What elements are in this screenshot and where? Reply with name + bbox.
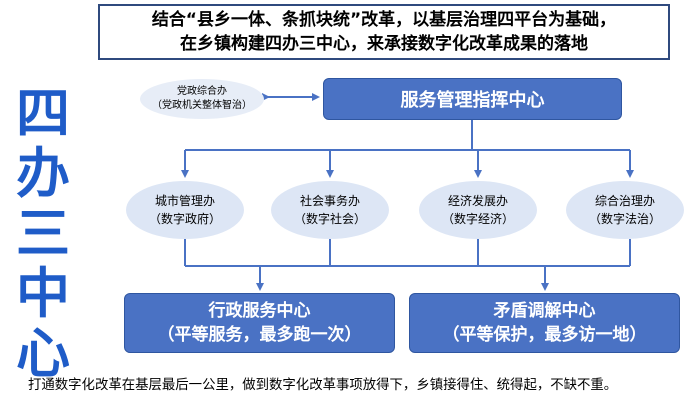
office-name: 社会事务办 [299,194,360,208]
header-line-1: 结合“县乡一体、条抓块统”改革，以基层治理四平台为基础， [151,10,617,30]
command-center-label: 服务管理指挥中心 [400,90,545,111]
header-line-2: 在乡镇构建四办三中心，来承接数字化改革成果的落地 [180,34,588,54]
office-name: 城市管理办 [154,194,215,208]
center-name: 行政服务中心 [208,301,311,321]
center-sub: （平等保护，最多访一地） [442,325,647,345]
office-node-economic: 经济发展办 （数字经济） [419,181,537,239]
office-sub: （数字政府） [148,212,221,226]
party-office-sub: （党政机关整体智治） [152,100,252,111]
office-node-social: 社会事务办 （数字社会） [271,181,389,239]
office-node-urban: 城市管理办 （数字政府） [126,181,244,239]
command-center-node: 服务管理指挥中心 [323,78,622,120]
center-sub: （平等服务，最多跑一次） [157,325,362,345]
side-title-char: 四 [16,82,70,145]
party-office-name: 党政综合办 [177,86,227,97]
office-sub: （数字社会） [293,212,366,226]
office-name: 综合治理办 [594,194,655,208]
admin-service-center-node: 行政服务中心 （平等服务，最多跑一次） [124,293,395,353]
office-name: 经济发展办 [447,194,508,208]
side-title-char: 心 [16,322,70,385]
office-node-governance: 综合治理办 （数字法治） [566,181,684,239]
side-title-char: 三 [16,202,70,265]
office-sub: （数字法治） [588,212,661,226]
side-title: 四 办 三 中 心 [12,84,74,384]
side-title-char: 办 [16,142,70,205]
mediation-center-node: 矛盾调解中心 （平等保护，最多访一地） [409,293,680,353]
party-office-node: 党政综合办 （党政机关整体智治） [140,79,264,119]
center-name: 矛盾调解中心 [493,301,596,321]
office-sub: （数字经济） [441,212,514,226]
header-box: 结合“县乡一体、条抓块统”改革，以基层治理四平台为基础， 在乡镇构建四办三中心，… [98,4,670,60]
footer-caption: 打通数字化改革在基层最后一公里，做到数字化改革事项放得下，乡镇接得住、统得起，不… [28,378,618,393]
side-title-char: 中 [16,262,70,325]
